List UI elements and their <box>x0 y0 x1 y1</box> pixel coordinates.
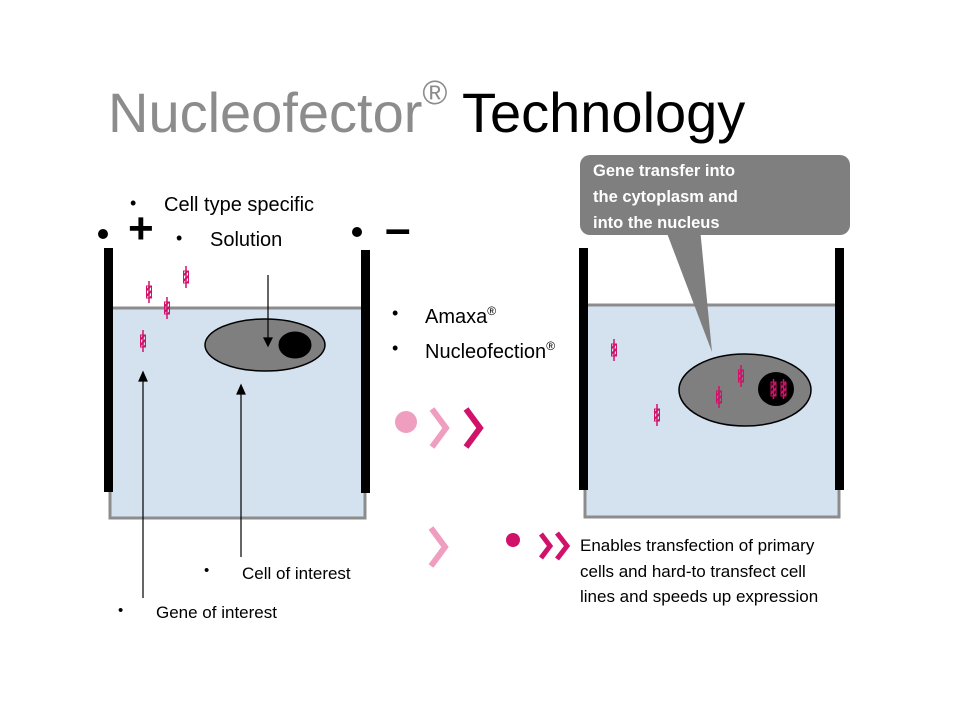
page-title: Nucleofector® Technology <box>108 58 745 148</box>
right-cuvette <box>579 248 844 519</box>
negative-terminal-dot <box>352 227 362 237</box>
amaxa-registered-mark: ® <box>487 304 497 318</box>
amaxa-text: Amaxa <box>425 306 488 328</box>
enables-line: Enables transfection of primary <box>580 536 815 555</box>
light-chevron-lower <box>428 526 449 568</box>
nucleofection-registered-mark: ® <box>546 339 556 353</box>
arrow-from-cell-label-head <box>236 383 246 395</box>
enables-line: lines and speeds up expression <box>580 587 819 606</box>
nucleofection-text: Nucleofection <box>425 341 547 363</box>
right-electrode-negative <box>835 248 844 490</box>
gene-of-interest-label: Gene of interest <box>156 603 277 622</box>
right-cell <box>678 353 812 427</box>
bullet: • <box>392 338 399 358</box>
enables-text: Enables transfection of primary cells an… <box>580 533 818 610</box>
bullet: • <box>118 602 124 619</box>
left-cell-nucleus <box>278 331 312 359</box>
light-chevron <box>429 407 450 449</box>
nucleus-dna <box>780 379 787 399</box>
left-electrode-positive <box>104 248 113 492</box>
nucleus-dna <box>770 379 777 399</box>
callout-text: Gene transfer into the cytoplasm and int… <box>593 158 843 236</box>
left-cuvette <box>104 248 370 520</box>
plus-sign: + <box>128 204 154 253</box>
callout-bubble <box>580 155 850 352</box>
bullet: • <box>130 193 137 213</box>
cell-type-specific-label: Cell type specific <box>164 194 315 216</box>
dark-chevron-small-2 <box>555 531 571 561</box>
bullet: • <box>392 303 399 323</box>
callout-line: into the nucleus <box>593 214 720 232</box>
left-electrode-negative <box>361 250 370 493</box>
amaxa-label: Amaxa® <box>425 304 496 329</box>
title-word: Technology <box>461 81 746 144</box>
dark-dot <box>506 533 520 547</box>
dark-chevron <box>463 407 484 449</box>
arrow-from-gene-label-head <box>138 370 148 382</box>
arrows <box>138 275 273 598</box>
cell-of-interest-label: Cell of interest <box>242 564 351 583</box>
middle-chevrons <box>395 407 571 568</box>
dna-fragment <box>182 265 190 289</box>
arrow-to-cell-head <box>263 337 273 348</box>
minus-sign: – <box>385 202 411 254</box>
nucleofection-label: Nucleofection® <box>425 339 555 364</box>
enables-line: cells and hard-to transfect cell <box>580 561 806 581</box>
right-electrode-positive <box>579 248 588 490</box>
bullet: • <box>176 228 183 248</box>
title-registered-mark: ® <box>422 74 448 112</box>
pink-dot <box>395 411 417 433</box>
title-brand: Nucleofector <box>108 81 423 144</box>
dna-fragment <box>145 280 153 304</box>
dark-chevron-small-1 <box>539 532 554 560</box>
callout-line: Gene transfer into <box>593 162 736 180</box>
bullet: • <box>204 562 210 579</box>
callout-line: the cytoplasm and <box>593 188 738 206</box>
positive-terminal-dot <box>98 229 108 239</box>
solution-label: Solution <box>210 229 283 251</box>
